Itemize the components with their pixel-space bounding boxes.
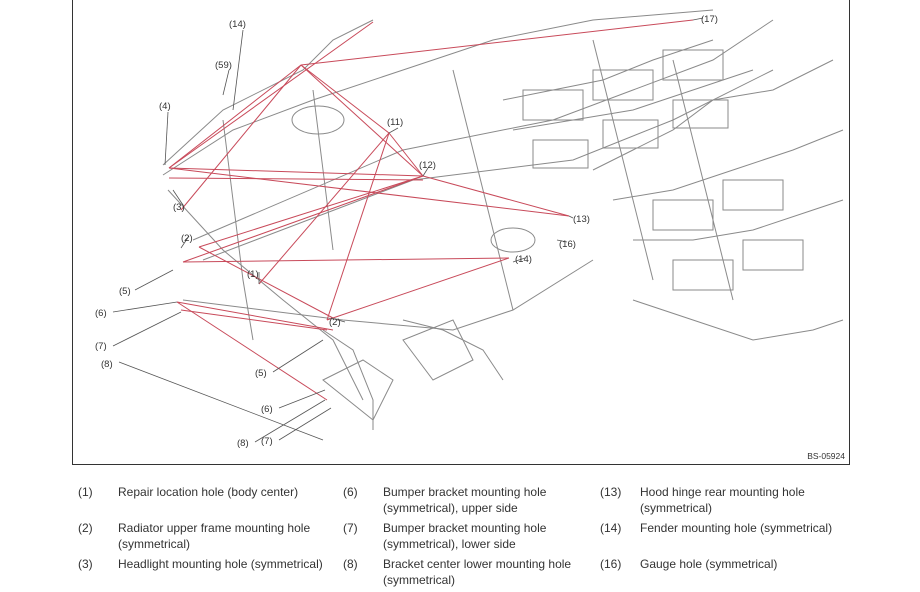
legend-description: Bracket center lower mounting hole (symm…: [383, 557, 572, 587]
callout-label: (59): [215, 60, 232, 71]
diagram-drawing: (14) (59) (4) (11) (12) (3) (2) (1) (5) …: [95, 9, 844, 449]
callout-label: (3): [173, 202, 185, 213]
callout-labels: (14) (59) (4) (11) (12) (3) (2) (1) (5) …: [95, 14, 718, 449]
measurement-lines: [168, 19, 694, 401]
legend-number: (16): [600, 557, 622, 571]
legend-number: (2): [78, 521, 93, 535]
callout-label: (5): [255, 368, 267, 379]
body-frame-diagram: (14) (59) (4) (11) (12) (3) (2) (1) (5) …: [72, 0, 850, 465]
callout-label: (14): [229, 19, 246, 30]
callout-label: (11): [387, 117, 403, 128]
callout-label: (16): [559, 239, 576, 250]
legend-number: (13): [600, 485, 622, 499]
callout-label: (7): [261, 436, 273, 447]
callout-label: (17): [701, 14, 718, 25]
callout-label: (7): [95, 341, 107, 352]
legend: (1) Repair location hole (body center) (…: [78, 484, 898, 588]
callout-label: (14): [515, 254, 532, 265]
callout-label: (4): [159, 101, 171, 112]
callout-label: (6): [261, 404, 273, 415]
legend-description: Hood hinge rear mounting hole (symmetric…: [640, 485, 805, 515]
callout-label: (5): [119, 286, 131, 297]
callout-label: (1): [247, 269, 259, 280]
callout-label: (6): [95, 308, 107, 319]
figure-id: BS-05924: [807, 451, 845, 461]
legend-number: (6): [343, 485, 358, 499]
legend-description: Bumper bracket mounting hole (symmetrica…: [383, 485, 547, 515]
legend-description: Gauge hole (symmetrical): [640, 557, 778, 571]
legend-number: (14): [600, 521, 622, 535]
callout-label: (8): [237, 438, 249, 449]
legend-number: (8): [343, 557, 358, 571]
callout-label: (12): [419, 160, 436, 171]
callout-label: (2): [329, 317, 341, 328]
legend-number: (1): [78, 485, 93, 499]
callout-label: (13): [573, 214, 590, 225]
callout-label: (8): [101, 359, 113, 370]
callout-label: (2): [181, 233, 193, 244]
legend-description: Fender mounting hole (symmetrical): [640, 521, 833, 535]
legend-number: (3): [78, 557, 93, 571]
legend-number: (7): [343, 521, 358, 535]
leader-lines: [112, 17, 704, 443]
legend-description: Bumper bracket mounting hole (symmetrica…: [383, 521, 547, 551]
legend-description: Headlight mounting hole (symmetrical): [118, 557, 323, 571]
legend-description: Repair location hole (body center): [118, 485, 299, 499]
legend-description: Radiator upper frame mounting hole (symm…: [118, 521, 311, 551]
body-structure: [162, 9, 844, 430]
